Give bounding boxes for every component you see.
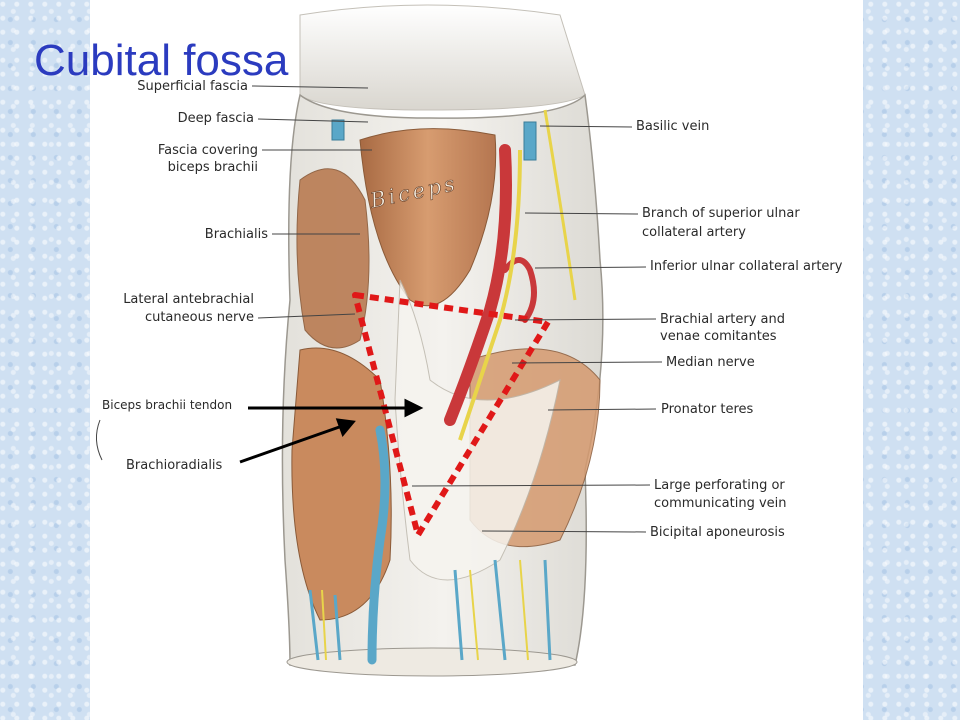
brachial-artery xyxy=(444,144,512,426)
leader-lines-left xyxy=(96,85,372,461)
cephalic-vein-top xyxy=(331,119,345,141)
median-nerve-path xyxy=(458,149,522,441)
brachioradialis-muscle xyxy=(291,347,392,621)
small-vessels xyxy=(308,559,552,661)
basilic-vein-segment xyxy=(523,121,537,161)
ulnar-nerve-path xyxy=(543,109,577,301)
label-biceps-brachii-tendon: Biceps brachii tendon xyxy=(102,398,233,412)
label-bicipital-aponeurosis: Bicipital aponeurosis xyxy=(650,525,785,540)
arm-outline xyxy=(299,4,586,111)
label-pronator-teres: Pronator teres xyxy=(661,402,754,417)
label-brachioradialis: Brachioradialis xyxy=(126,458,223,473)
label-large-perforating: Large perforating or xyxy=(654,478,785,493)
label-superficial-fascia: Superficial fascia xyxy=(137,79,248,94)
pointer-arrows xyxy=(239,398,424,464)
label-inferior-ulnar-collateral: Inferior ulnar collateral artery xyxy=(650,259,843,274)
label-cutaneous-nerve: cutaneous nerve xyxy=(144,310,254,325)
label-basilic-vein: Basilic vein xyxy=(636,119,710,134)
label-lateral-antebrachial: Lateral antebrachial xyxy=(123,292,254,307)
label-brachial-artery: Brachial artery and xyxy=(660,312,785,327)
label-venae-comitantes: venae comitantes xyxy=(660,329,777,344)
label-biceps-brachii: biceps brachii xyxy=(167,160,258,175)
limb-cut-edge xyxy=(286,647,578,677)
label-brachialis: Brachialis xyxy=(204,227,268,242)
perforating-vein xyxy=(367,425,390,665)
arrow-brachioradialis xyxy=(239,423,346,464)
label-communicating-vein: communicating vein xyxy=(654,496,787,511)
label-fascia-covering: Fascia covering xyxy=(157,143,258,158)
brachialis-muscle xyxy=(296,168,370,349)
leader-lines-right xyxy=(411,125,663,533)
slide-title: Cubital fossa xyxy=(34,36,289,85)
label-median-nerve: Median nerve xyxy=(666,355,755,370)
small-nerves xyxy=(321,559,529,661)
label-branch-superior-ulnar: Branch of superior ulnar xyxy=(642,206,800,221)
cubital-fossa-triangle xyxy=(352,292,551,538)
biceps-muscle xyxy=(359,128,497,307)
label-deep-fascia: Deep fascia xyxy=(177,111,254,126)
label-collateral-artery: collateral artery xyxy=(642,225,746,240)
